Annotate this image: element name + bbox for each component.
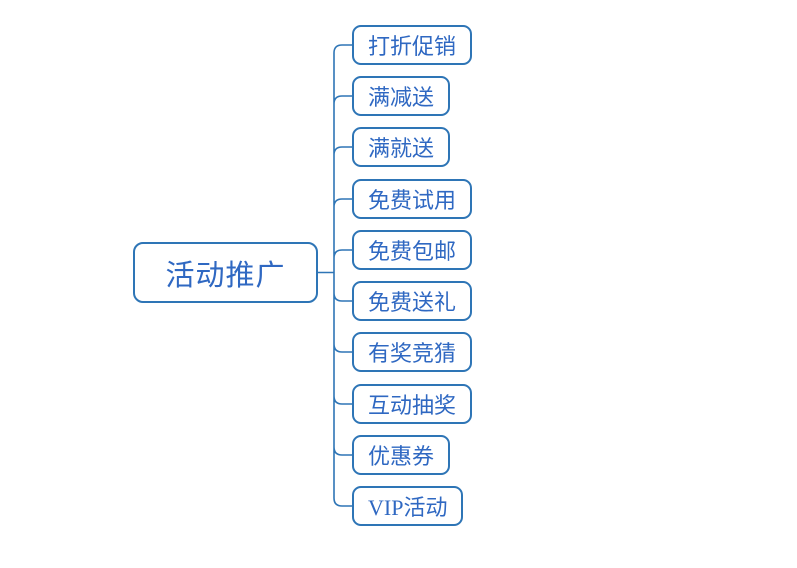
branch-node-label: 免费送礼 [368,290,457,315]
branch-node-label: 满减送 [368,85,435,110]
branch-node-label: 免费包邮 [368,239,457,264]
branch-node-label: 优惠券 [368,444,435,469]
branch-node-1[interactable]: 打折促销 [352,25,473,65]
root-node-label: 活动推广 [165,259,286,292]
branch-node-label: 有奖竞猜 [368,341,457,366]
branch-node-label: 免费试用 [368,188,457,213]
branch-node-6[interactable]: 免费送礼 [352,281,473,321]
branch-node-8[interactable]: 互动抽奖 [352,384,473,424]
branch-connector-path [318,44,352,507]
branch-node-label: 打折促销 [368,34,457,59]
branch-node-9[interactable]: 优惠券 [352,435,451,475]
branch-node-label: 满就送 [368,136,435,161]
branch-node-10[interactable]: VIP活动 [352,486,464,526]
branch-node-2[interactable]: 满减送 [352,76,451,116]
branch-node-3[interactable]: 满就送 [352,127,451,167]
branch-node-label: 互动抽奖 [368,393,457,418]
branch-node-4[interactable]: 免费试用 [352,179,473,219]
branch-node-7[interactable]: 有奖竞猜 [352,332,473,372]
root-node-activity-promotion[interactable]: 活动推广 [133,242,318,303]
branch-node-label: VIP活动 [368,495,448,520]
branch-node-5[interactable]: 免费包邮 [352,230,473,270]
